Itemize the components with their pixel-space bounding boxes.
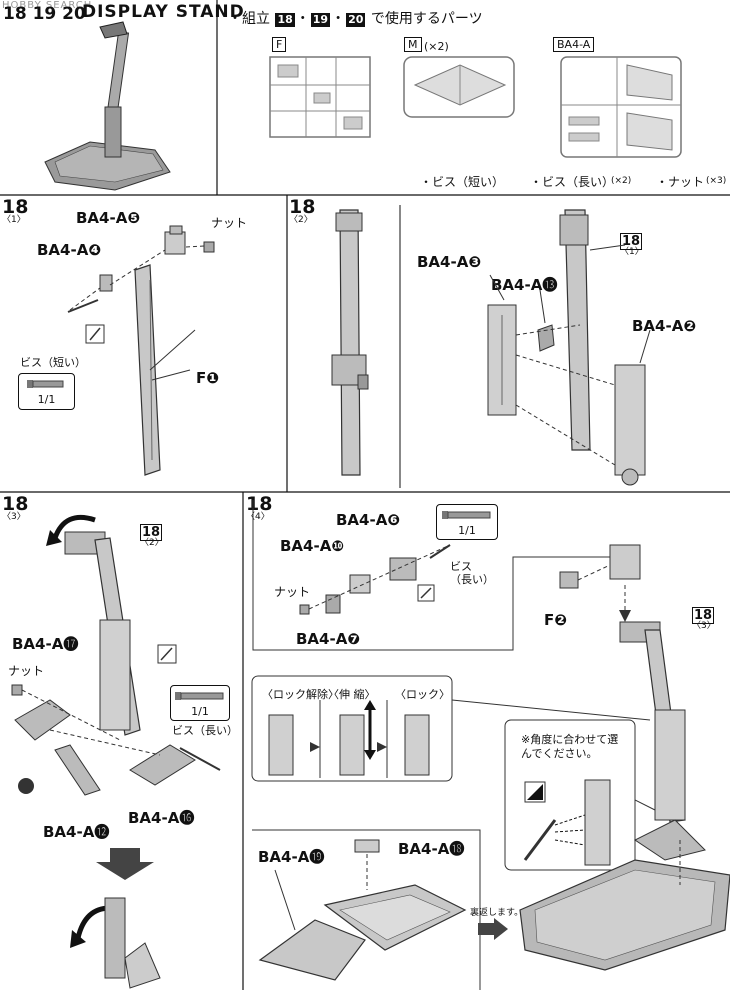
step-18-4-stand-illustration [519,544,730,971]
label-ba4a-2: BA4-A❷ [632,317,697,335]
flip-note: 裏返します。 [470,908,524,918]
screw-short-label: ビス（短い） [20,356,86,369]
label-ba4a-7: BA4-A❼ [296,630,361,648]
step-18-2-arm-illustration [331,209,369,476]
flip-arrow-icon [478,918,508,940]
label-ba4a-17: BA4-A⓱ [12,635,79,653]
step-18-4-parts-illustration [299,544,451,615]
screw-long-ratio-3: 1/1 [191,705,209,718]
label-ba4a-3: BA4-A❸ [417,253,482,271]
runner-f-label: F [272,37,287,52]
base-assembly-illustration [258,839,467,981]
label-ba4a-19: BA4-A⓳ [258,848,325,866]
step-18-4-ref-18-3: 18〈3〉 [692,607,716,631]
parts-intro-prefix: ・組立 [228,11,270,27]
screw-long-label-3: ビス（長い） [172,724,238,737]
angle-illustration [523,779,611,866]
runner-ba4a-label: BA4-A [553,37,595,52]
screw-short-icon [27,380,64,388]
label-ba4a-16: BA4-A⓰ [128,809,195,827]
label-nut-3: ナット [8,664,45,678]
step-18-4-sub: 〈4〉 [246,512,270,522]
runner-m-label: M [404,37,422,52]
step-18-2-ref-18-1: 18〈1〉 [620,233,644,257]
hardware-nut: ・ナット [656,175,705,189]
step-18-3-ref-18-2: 18〈2〉 [140,524,164,548]
label-ba4a-12: BA4-A⓬ [43,823,110,841]
step-18-3-sub: 〈3〉 [2,512,26,522]
screw-long-box-4: 1/1 [436,504,498,540]
screw-long-icon-3 [175,692,224,700]
label-nut-1: ナット [211,216,248,230]
lock-step-release: 〈ロック解除〉 [262,688,339,701]
stand-title-numbers: 18 19 20 [3,4,86,24]
step-ref-20: 20 [346,13,366,27]
label-ba4a-5: BA4-A❺ [76,209,141,227]
lock-step-extend: 〈伸 縮〉 [328,688,376,701]
parts-intro: ・組立 18・19・20 で使用するパーツ [228,11,483,27]
hardware-screw-short: ・ビス（短い） [420,175,505,189]
step-18-1-illustration [67,225,215,476]
runner-ba4a-illustration [560,56,682,158]
label-screw-long-4: ビス（長い） [450,560,494,586]
screw-long-ratio-4: 1/1 [458,524,476,537]
step-18-1-number: 18〈1〉 [2,196,29,225]
screw-long-icon-4 [442,511,491,519]
step-18-2-number: 18〈2〉 [289,196,316,225]
label-nut-4: ナット [274,585,311,599]
screw-short-box: 1/1 [18,373,75,410]
runner-m-illustration [403,56,515,118]
display-stand-illustration [44,21,171,191]
screw-short-ratio: 1/1 [37,393,56,406]
step-ref-19: 19 [310,13,331,27]
screw-long-box-3: 1/1 [170,685,230,721]
label-f1: F❶ [196,369,219,387]
lock-explanation-illustration [268,700,430,778]
runner-m-qty: (×2) [424,40,449,53]
label-ba4a-10: BA4-A❿ [280,537,345,555]
lock-step-lock: 〈ロック〉 [395,688,450,701]
label-f2: F❷ [544,611,567,629]
step-ref-18: 18 [275,13,295,27]
label-ba4a-13: BA4-A⓭ [491,276,558,294]
label-ba4a-6: BA4-A❻ [336,511,401,529]
watermark: HOBBY SEARCH [2,0,93,11]
step-18-3-illustration [11,514,221,796]
label-ba4a-4: BA4-A❹ [37,241,102,259]
step-18-2-illustration [487,209,651,486]
step-18-2-sub: 〈2〉 [289,215,313,225]
step-18-3-down-arrow-and-stand [70,848,161,989]
runner-f-illustration [269,56,371,138]
hardware-nut-qty: (×3) [706,176,727,186]
stand-title: DISPLAY STAND [82,2,245,22]
label-ba4a-18: BA4-A⓲ [398,840,465,858]
parts-intro-suffix: で使用するパーツ [370,11,483,27]
hardware-screw-long-qty: (×2) [611,176,632,186]
step-18-1-sub: 〈1〉 [2,215,26,225]
angle-note: ※角度に合わせて選んでください。 [521,733,619,760]
hardware-screw-long: ・ビス（長い） [530,175,615,189]
step-18-3-number: 18〈3〉 [2,493,29,522]
